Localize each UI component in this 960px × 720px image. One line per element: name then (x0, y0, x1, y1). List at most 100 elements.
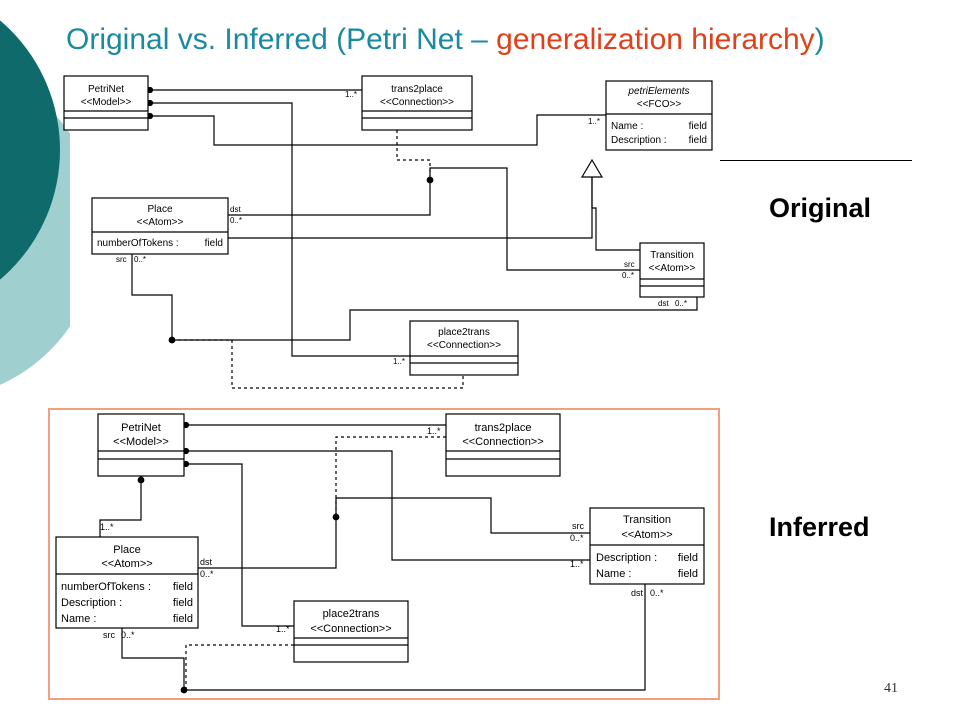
place-attr-0-name-inf: numberOfTokens : (61, 581, 151, 593)
class-place2trans-original (409, 320, 519, 376)
edge-place2trans-dashed (172, 339, 464, 389)
original-text: PetriNet <<Model>> trans2place <<Connect… (81, 84, 707, 351)
petrinet-name: PetriNet (88, 84, 124, 95)
mult-place-dst-m-inf: 0..* (200, 569, 214, 579)
mult-trans-in-inf: 1..* (570, 559, 584, 569)
edge-petrinet-place2trans (148, 102, 410, 357)
slide-title: Original vs. Inferred (Petri Net – gener… (66, 20, 825, 60)
transition-attr-1-name-inf: Name : (596, 568, 631, 580)
transition-stereo-inf: <<Atom>> (621, 529, 672, 541)
class-petrinet-original (63, 75, 149, 131)
mult-trans-src-inf: src (572, 521, 584, 531)
edge-petrinet-place2trans-inf (184, 463, 294, 627)
mult-place-dst: dst (230, 205, 241, 214)
transition-name-inf: Transition (623, 514, 671, 526)
place2trans-name-inf: place2trans (323, 608, 380, 620)
mult-place-dst-m: 0..* (230, 216, 242, 225)
petrielements-attr-0-name: Name : (611, 121, 643, 132)
place-attr-1-name-inf: Description : (61, 597, 122, 609)
junction-dot-1 (426, 176, 434, 184)
place-name: Place (147, 204, 172, 215)
inferred-multiplicities: 1..* 1..* dst 0..* src 0..* src 0..* 1..… (100, 426, 664, 640)
mult-place-up-inf: 1..* (100, 522, 114, 532)
petrielements-attr-1-type: field (689, 135, 707, 146)
edge-petrinet-petrielements (148, 114, 606, 146)
edge-place-src-inf (121, 628, 185, 690)
place-attr-2-type-inf: field (173, 613, 193, 625)
title-close: ) (814, 23, 825, 56)
decorative-circles (0, 20, 70, 385)
edge-junction-transition-src (429, 167, 640, 271)
edge-trans2place-dashed-inf (335, 436, 446, 517)
class-place-original (91, 197, 229, 255)
inferred-frame (48, 408, 720, 700)
mult-trans-dst-inf: dst (631, 588, 644, 598)
place-attr-0-type: field (205, 238, 223, 249)
class-place2trans-inferred (293, 600, 409, 663)
edge-junction-place-dst (228, 180, 431, 216)
place-attr-1-type-inf: field (173, 597, 193, 609)
place-stereo: <<Atom>> (137, 217, 184, 228)
place-stereo-inf: <<Atom>> (101, 558, 152, 570)
mult-trans-dst: dst (658, 299, 669, 308)
class-trans2place-original (361, 75, 473, 131)
trans2place-stereo: <<Connection>> (380, 97, 454, 108)
divider-line (720, 160, 912, 161)
transition-name: Transition (650, 250, 694, 261)
edge-place-generalization (228, 176, 593, 239)
edge-place2trans-dashed-inf (185, 644, 294, 690)
transition-attr-0-type-inf: field (678, 552, 698, 564)
trans2place-name: trans2place (391, 84, 443, 95)
page-number: 41 (884, 681, 898, 696)
mult-place2trans: 1..* (393, 357, 405, 366)
place-attr-2-name-inf: Name : (61, 613, 96, 625)
mult-place-src-m: 0..* (134, 255, 146, 264)
place-attr-0-name: numberOfTokens : (97, 238, 179, 249)
class-place-inferred (55, 536, 199, 629)
inferred-label: Inferred (769, 512, 870, 542)
edge-petrinet-transition-inf (184, 450, 590, 561)
class-transition-original (639, 242, 705, 298)
class-petrinet-inferred (97, 413, 185, 477)
petrinet-name-inf: PetriNet (121, 422, 161, 434)
transition-stereo: <<Atom>> (649, 263, 696, 274)
mult-trans-src-m-inf: 0..* (570, 533, 584, 543)
mult-place-dst-inf: dst (200, 557, 213, 567)
dark-teal-circle (0, 20, 60, 280)
original-diagram (63, 75, 713, 389)
place-name-inf: Place (113, 544, 141, 556)
inferred-text: PetriNet <<Model>> trans2place <<Connect… (61, 422, 698, 635)
mult-petrielements: 1..* (588, 117, 600, 126)
trans2place-stereo-inf: <<Connection>> (462, 436, 543, 448)
place2trans-stereo-inf: <<Connection>> (310, 623, 391, 635)
edge-place-src (131, 254, 173, 340)
original-label: Original (769, 193, 872, 223)
edge-junction-transition-dst (172, 297, 698, 341)
trans2place-name-inf: trans2place (475, 422, 532, 434)
petrielements-name: petriElements (627, 86, 689, 97)
petrinet-stereo-inf: <<Model>> (113, 436, 169, 448)
edge-petrinet-place-inf (99, 476, 142, 537)
mult-trans2place-inf: 1..* (427, 426, 441, 436)
edge-junction-place-dst-inf (198, 517, 337, 569)
place2trans-name: place2trans (438, 327, 490, 338)
junction-dot-3 (332, 513, 340, 521)
edge-transition-generalization (591, 176, 640, 251)
edge-junction-transition-src-inf (335, 497, 590, 534)
mult-place-src-inf: src (103, 630, 115, 640)
class-petrielements-original (605, 80, 713, 151)
mult-trans2place: 1..* (345, 90, 357, 99)
petrinet-stereo: <<Model>> (81, 97, 132, 108)
edge-trans2place-dashed (396, 130, 431, 180)
transition-attr-1-type-inf: field (678, 568, 698, 580)
place2trans-stereo: <<Connection>> (427, 340, 501, 351)
mult-place2trans-inf: 1..* (276, 624, 290, 634)
place-attr-0-type-inf: field (173, 581, 193, 593)
petrielements-stereo: <<FCO>> (637, 99, 682, 110)
junction-dot-2 (168, 336, 176, 344)
junction-dot-4 (180, 686, 188, 694)
petrielements-attr-0-type: field (689, 121, 707, 132)
class-trans2place-inferred (445, 413, 561, 477)
transition-attr-0-name-inf: Description : (596, 552, 657, 564)
